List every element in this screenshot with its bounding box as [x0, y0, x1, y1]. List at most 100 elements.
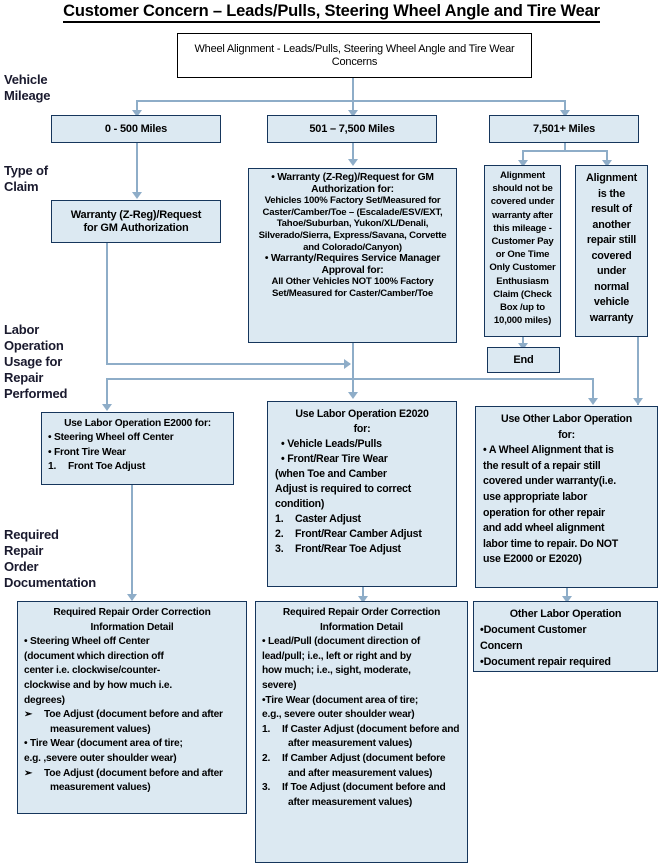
labor-mid-heading: Use Labor Operation E2020: [295, 408, 429, 420]
arrow-m3-to-a-icon: [518, 160, 528, 167]
claim-box-right-result-of-repair[interactable]: Alignment is the result of another repai…: [575, 165, 648, 337]
claim-box-right-not-covered[interactable]: Alignment should not be covered under wa…: [484, 165, 561, 337]
doc-mid-item-1-text: If Caster Adjust (document before and af…: [282, 723, 460, 750]
claim-mid-body1-4: and Colorado/Canyon): [303, 241, 402, 253]
arrow-a-to-end-icon: [518, 343, 528, 350]
row-label-type-of-claim: Type of Claim: [4, 163, 94, 195]
row-label-type-of-claim-l1: Type of: [4, 163, 48, 178]
labor-mid-bullet-1: • Front/Rear Tire Wear: [281, 453, 388, 465]
end-box[interactable]: End: [487, 347, 560, 373]
doc-box-right[interactable]: Other Labor Operation •Document Customer…: [473, 601, 658, 672]
labor-right-heading2: for:: [558, 428, 575, 441]
arrow-m3-to-b-icon: [602, 160, 612, 167]
row-label-labor-l2: Operation: [4, 338, 64, 353]
labor-mid-item-3-num: 3.: [275, 543, 284, 555]
doc-box-left[interactable]: Required Repair Order Correction Informa…: [17, 601, 247, 814]
row-label-doc-l1: Required: [4, 527, 59, 542]
claim-right-b-1: is the: [598, 187, 625, 200]
page-title-text: Customer Concern – Leads/Pulls, Steering…: [63, 2, 600, 23]
labor-right-heading: Use Other Labor Operation: [501, 413, 632, 425]
connector-to-labor-right: [592, 378, 594, 402]
doc-right-heading: Other Labor Operation: [509, 608, 622, 620]
labor-box-e2020[interactable]: Use Labor Operation E2020 for: • Vehicle…: [267, 401, 457, 587]
labor-right-body-2: covered under warranty(i.e.: [483, 475, 616, 488]
mileage-box-0-500-label: 0 - 500 Miles: [104, 122, 168, 135]
labor-mid-note-0: (when Toe and Camber: [275, 468, 387, 480]
arrow-to-mileage-2-icon: [348, 110, 358, 117]
doc-mid-body-4: •Tire Wear (document area of tire;: [262, 694, 419, 706]
doc-left-arrow-item-1: ➢Toe Adjust (document before and after m…: [24, 708, 240, 737]
labor-box-other[interactable]: Use Other Labor Operation for: • A Wheel…: [475, 406, 658, 588]
labor-mid-note-2: condition): [275, 498, 325, 510]
claim-right-b-4: repair still: [586, 234, 637, 246]
claim-box-left-warranty[interactable]: Warranty (Z-Reg)/Request for GM Authoriz…: [51, 200, 221, 243]
doc-left-body2-0: • Tire Wear (document area of tire;: [24, 738, 183, 750]
labor-mid-item-2: 2.Front/Rear Camber Adjust: [275, 527, 449, 542]
arrow-left-claim-right-icon: [344, 359, 351, 369]
mileage-box-0-500[interactable]: 0 - 500 Miles: [51, 115, 221, 143]
mileage-box-501-7500[interactable]: 501 – 7,500 Miles: [267, 115, 437, 143]
arrow-to-labor-mid-icon: [348, 392, 358, 399]
claim-mid-body1-1: Caster/Camber/Toe – (Escalade/ESV/EXT,: [262, 206, 443, 218]
row-label-vehicle-mileage-l1: Vehicle: [4, 72, 48, 87]
labor-mid-item-2-num: 2.: [275, 528, 284, 540]
doc-mid-item-2: 2.If Camber Adjust (document before and …: [262, 752, 461, 781]
labor-right-body-5: and add wheel alignment: [483, 522, 605, 535]
labor-box-e2000[interactable]: Use Labor Operation E2000 for: • Steerin…: [41, 412, 234, 485]
doc-left-body-2: center i.e. clockwise/counter-: [24, 665, 161, 677]
doc-left-body-3: clockwise and by how much i.e.: [24, 679, 172, 691]
row-label-labor-l1: Labor: [4, 322, 40, 337]
claim-left-line1: Warranty (Z-Reg)/Request: [70, 208, 202, 221]
claim-right-a-10: Box /up to: [500, 302, 545, 314]
doc-mid-body-2: how much; i.e., sight, moderate,: [262, 665, 411, 677]
claim-mid-heading2: • Warranty/Requires Service Manager: [264, 253, 441, 265]
claim-right-a-3: warranty after: [492, 209, 553, 221]
doc-box-middle[interactable]: Required Repair Order Correction Informa…: [255, 601, 468, 863]
claim-right-a-8: Enthusiasm: [496, 275, 549, 287]
row-label-doc-l2: Repair: [4, 543, 44, 558]
connector-to-mileage-1: [136, 100, 138, 113]
row-label-vehicle-mileage-l2: Mileage: [4, 88, 51, 103]
connector-left-claim-down: [106, 243, 108, 365]
claim-right-a-7: Only Customer: [489, 262, 556, 274]
claim-box-middle-warranty-detail[interactable]: • Warranty (Z-Reg)/Request for GM Author…: [248, 168, 457, 343]
doc-right-body-0: •Document Customer: [480, 624, 587, 636]
claim-right-a-1: should not be: [492, 183, 553, 195]
arrow-m1-to-claim-icon: [132, 192, 142, 199]
row-label-labor-l5: Performed: [4, 386, 68, 401]
claim-left-line2: for GM Authorization: [83, 221, 189, 234]
doc-left-body-4: degrees): [24, 694, 65, 706]
start-box-text: Wheel Alignment - Leads/Pulls, Steering …: [194, 42, 515, 68]
labor-right-body-6: labor time to repair. Do NOT: [483, 537, 619, 550]
connector-m3-to-b: [606, 150, 608, 163]
labor-right-body-0: • A Wheel Alignment that is: [483, 444, 614, 457]
doc-mid-body-0: • Lead/Pull (document direction of: [262, 636, 421, 648]
connector-start-down: [352, 78, 354, 101]
arrow-bullet-icon-2: ➢: [24, 767, 33, 779]
claim-mid-body1-0: Vehicles 100% Factory Set/Measured for: [264, 195, 441, 207]
doc-mid-item-1-num: 1.: [262, 723, 271, 735]
claim-mid-body1-2: Tahoe/Suburban, Yukon/XL/Denali,: [276, 218, 429, 230]
arrow-bullet-icon: ➢: [24, 709, 33, 721]
doc-left-arrow-item-2-text: Toe Adjust (document before and after me…: [44, 767, 223, 794]
connector-labor-right-to-doc: [566, 588, 568, 601]
arrow-to-mileage-1-icon: [132, 110, 142, 117]
labor-left-item-1-num: 1.: [48, 461, 57, 473]
claim-right-b-0: Alignment: [586, 172, 637, 184]
row-label-doc-l3: Order: [4, 559, 39, 574]
connector-m1-to-claim: [136, 143, 138, 197]
labor-right-body-7: use E2000 or E2020): [483, 553, 582, 566]
connector-labor-left-to-doc: [131, 485, 133, 600]
claim-mid-heading1: • Warranty (Z-Reg)/Request for GM: [271, 172, 434, 183]
doc-left-body-0: • Steering Wheel off Center: [24, 636, 150, 648]
arrow-b-to-labor-right-icon: [633, 398, 643, 405]
mileage-box-7501-plus[interactable]: 7,501+ Miles: [489, 115, 639, 143]
claim-right-b-5: covered: [591, 249, 632, 262]
doc-mid-body-5: e.g., severe outer shoulder wear): [262, 709, 415, 721]
arrow-labor-mid-to-doc-icon: [358, 596, 368, 603]
mileage-box-7501-plus-label: 7,501+ Miles: [532, 122, 596, 135]
row-label-vehicle-mileage: Vehicle Mileage: [4, 72, 94, 104]
arrow-labor-right-to-doc-icon: [562, 596, 572, 603]
connector-m2-to-claim: [352, 143, 354, 164]
labor-mid-item-1-text: Caster Adjust: [295, 513, 361, 525]
